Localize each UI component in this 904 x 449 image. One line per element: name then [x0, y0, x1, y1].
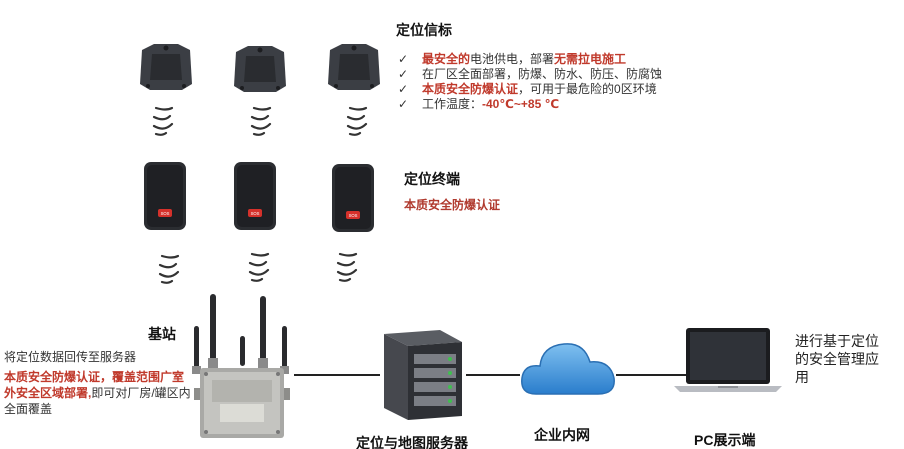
base-station-desc-line1: 将定位数据回传至服务器	[4, 350, 137, 364]
link-station-server	[294, 374, 380, 376]
sos-button-label: SOS	[161, 211, 170, 216]
feature-highlight-text: 最安全的	[422, 52, 471, 66]
feature-text: 工作温度：	[422, 97, 483, 111]
feature-highlight-text: 无需拉电施工	[554, 52, 627, 66]
beacon-feature-item: ✓ 在厂区全面部署，防爆、防水、防压、防腐蚀	[398, 67, 662, 82]
checkmark-icon: ✓	[398, 82, 409, 96]
beacon-device-1	[138, 40, 194, 92]
beacon-feature-item: ✓ 最安全的电池供电，部署无需拉电施工	[398, 52, 662, 67]
beacon-feature-list: ✓最安全的电池供电，部署无需拉电施工✓在厂区全面部署，防爆、防水、防压、防腐蚀✓…	[398, 52, 662, 112]
feature-text: ，可用于最危险的0区环境	[518, 82, 657, 96]
base-station-title: 基站	[148, 326, 176, 342]
base-station-device	[190, 292, 294, 442]
feature-highlight-text: 本质安全防爆认证	[422, 82, 519, 96]
network-caption: 企业内网	[534, 427, 590, 443]
laptop-icon	[672, 326, 784, 394]
signal-wave-icon	[334, 250, 360, 282]
base-station-desc-detail: 本质安全防爆认证，覆盖范围广室外安全区域部署,即可对厂房/罐区内全面覆盖	[4, 369, 194, 417]
terminal-device-1: SOS	[142, 160, 188, 232]
signal-wave-icon	[344, 104, 370, 136]
sos-button-label: SOS	[251, 211, 260, 216]
feature-text: 电池供电，部署	[470, 52, 555, 66]
feature-text: 在厂区全面部署，防爆、防水、防压、防腐蚀	[422, 67, 663, 81]
beacon-device-3	[326, 40, 382, 92]
sos-button-label: SOS	[349, 213, 358, 218]
checkmark-icon: ✓	[398, 97, 409, 111]
checkmark-icon: ✓	[398, 52, 409, 66]
signal-wave-icon	[246, 250, 272, 282]
terminal-device-3: SOS	[330, 162, 376, 234]
signal-wave-icon	[248, 104, 274, 136]
beacon-device-2	[232, 42, 288, 94]
link-server-network	[466, 374, 520, 376]
feature-highlight-text: -40℃~+85 ℃	[482, 97, 560, 111]
cloud-icon	[518, 334, 618, 400]
link-network-pc	[616, 374, 686, 376]
beacon-feature-item: ✓ 本质安全防爆认证，可用于最危险的0区环境	[398, 82, 662, 97]
server-icon	[378, 326, 468, 422]
server-caption: 定位与地图服务器	[356, 435, 468, 449]
checkmark-icon: ✓	[398, 67, 409, 81]
signal-wave-icon	[150, 104, 176, 136]
pc-description: 进行基于定位的安全管理应用	[795, 333, 879, 385]
beacon-feature-item: ✓ 工作温度：-40℃~+85 ℃	[398, 97, 662, 112]
terminal-section-title: 定位终端	[404, 171, 460, 187]
terminal-certification: 本质安全防爆认证	[404, 198, 501, 212]
base-station-desc-red: 本质安全防爆认证，覆盖范围广室外安全区域部署,	[4, 370, 185, 400]
base-station-desc-tail: 即可对厂房/罐区内全面覆盖	[4, 386, 191, 416]
beacon-section-title: 定位信标	[396, 22, 452, 38]
pc-caption: PC展示端	[694, 432, 756, 448]
signal-wave-icon	[156, 252, 182, 284]
terminal-device-2: SOS	[232, 160, 278, 232]
